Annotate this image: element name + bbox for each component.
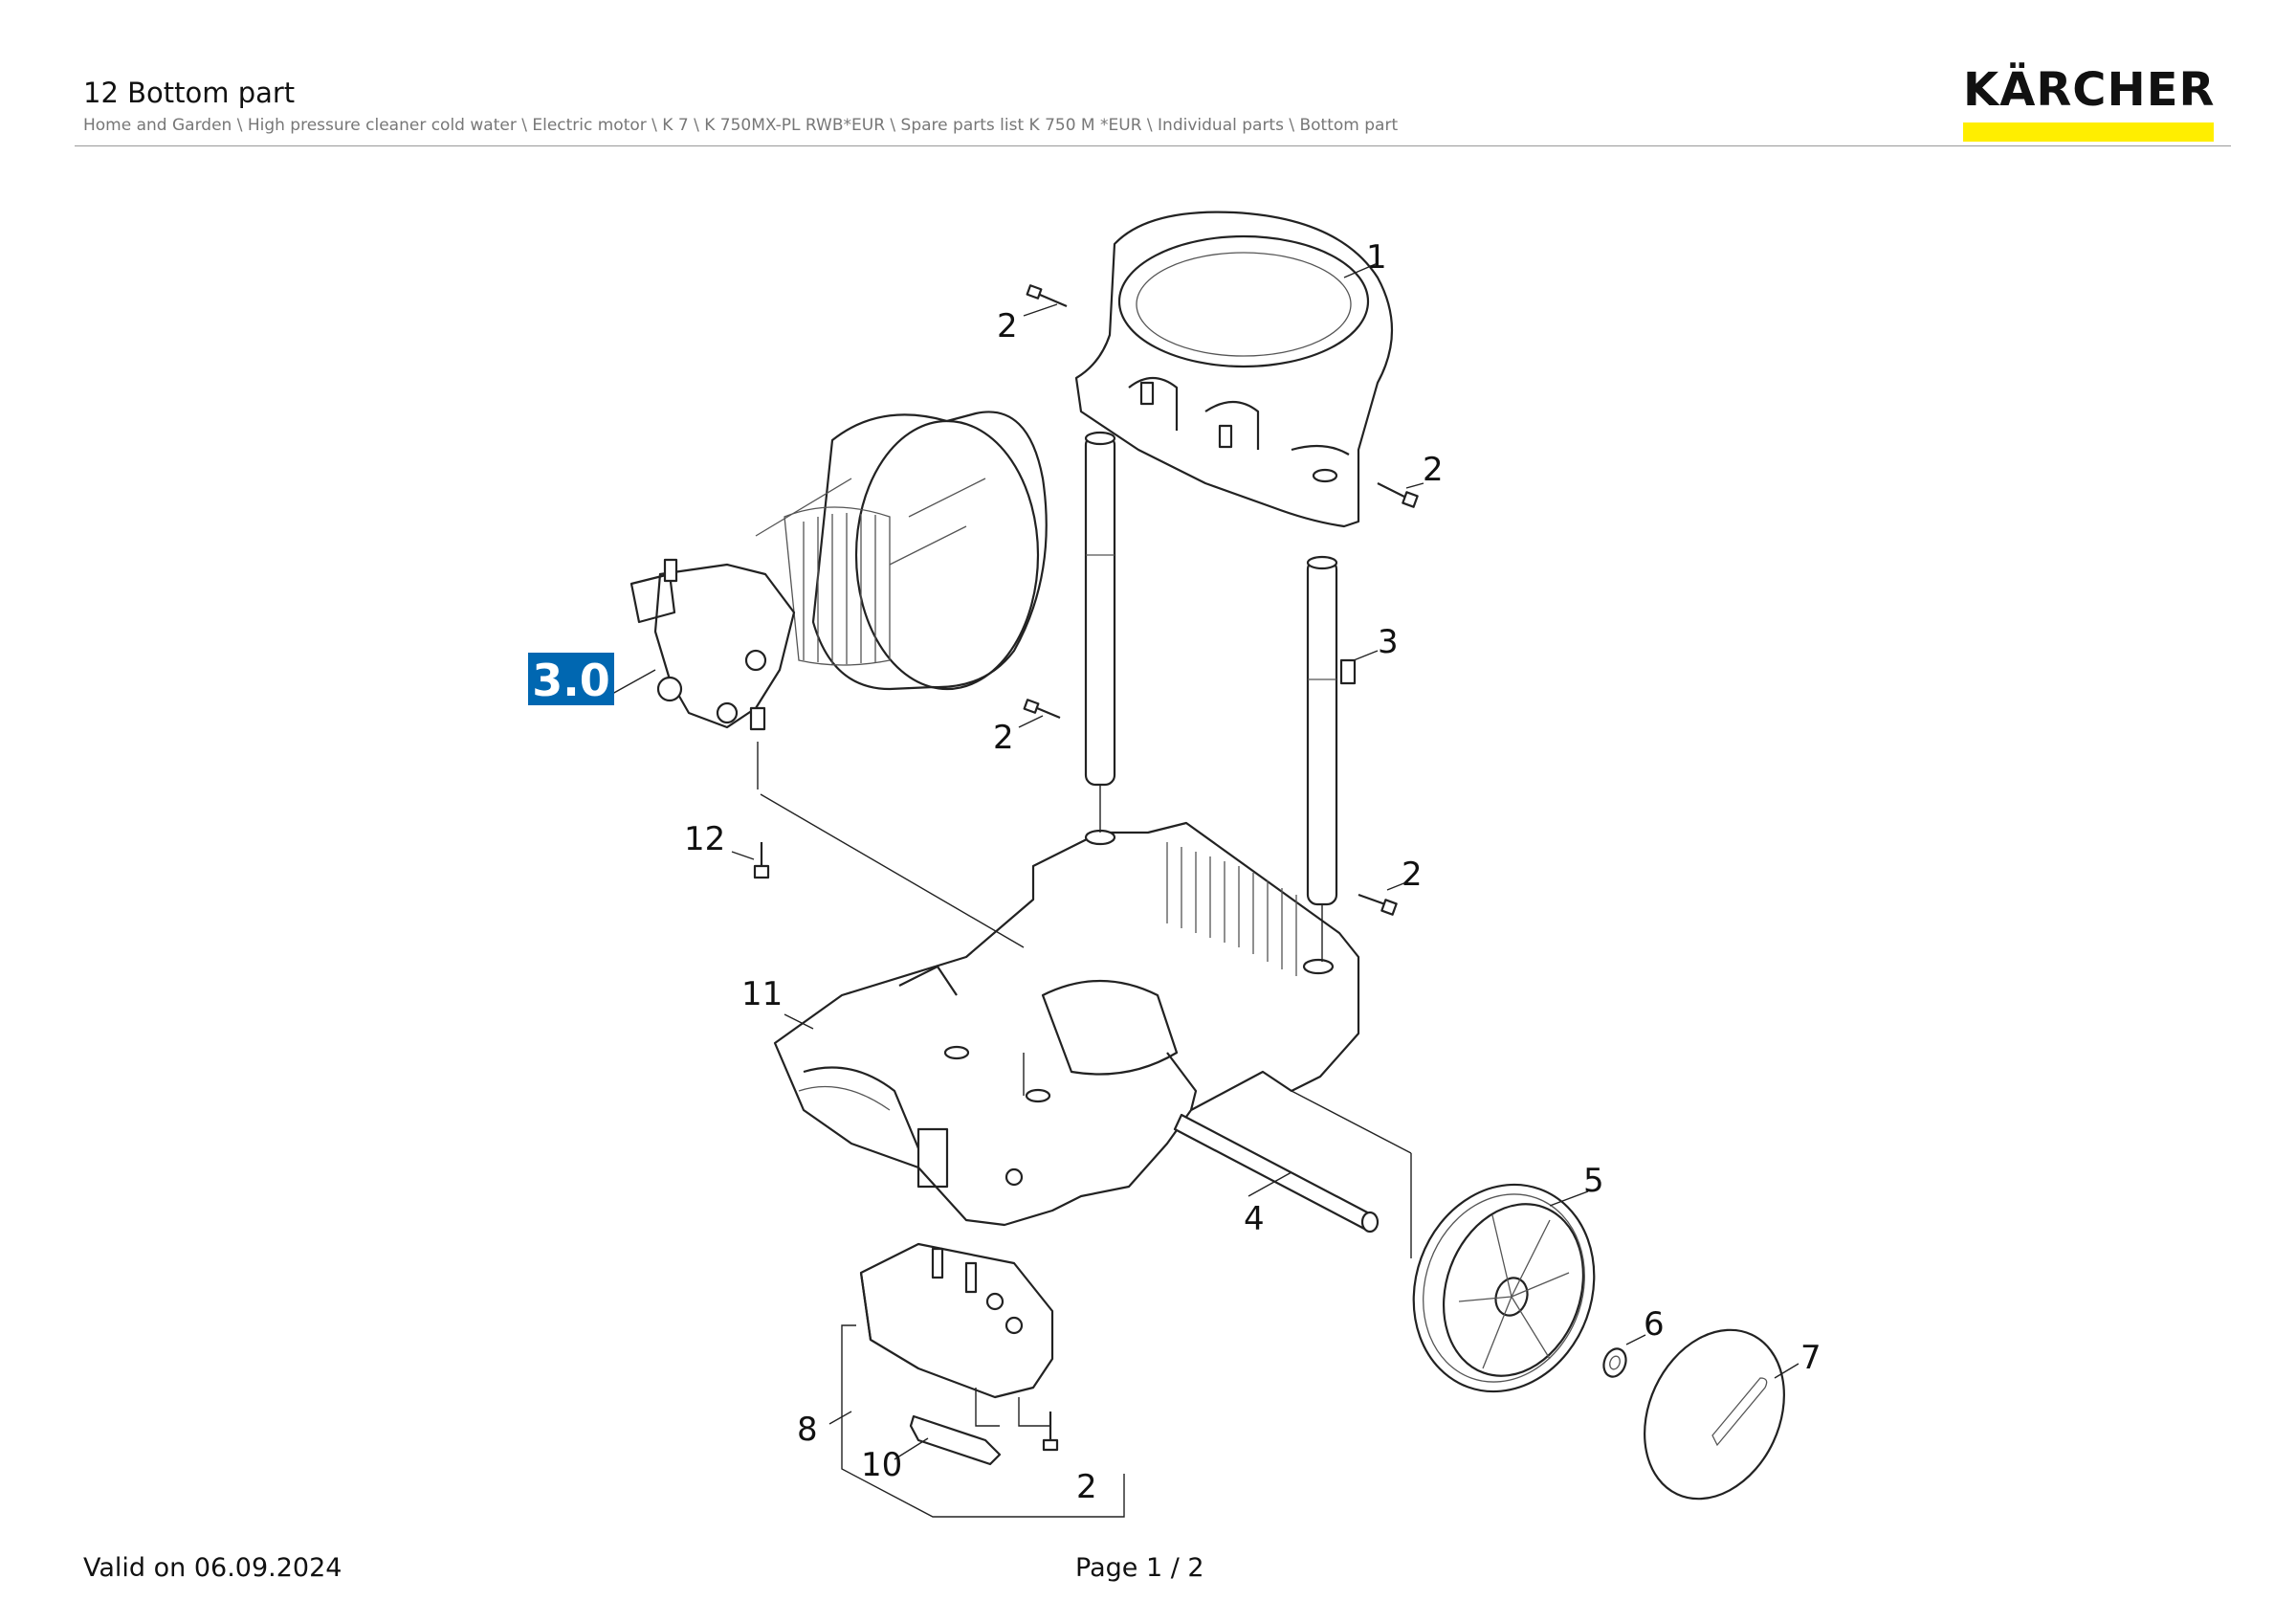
part-handle-grip [1074,211,1393,528]
chassis-ribs [1166,842,1297,976]
part-axle [1173,1113,1380,1234]
logo-text: KÄRCHER [1963,63,2216,117]
callout-4: 4 [1244,1200,1265,1238]
part-foot [859,1242,1054,1399]
callout-10: 10 [861,1446,902,1484]
callout-2d: 2 [1402,856,1423,894]
screw-bottom [1042,1412,1059,1452]
callout-6: 6 [1644,1305,1665,1344]
callout-5: 5 [1583,1162,1604,1200]
part-hub-cap [1644,1328,1785,1501]
callout-11: 11 [741,975,783,1013]
part-rubber-strip [909,1414,1002,1466]
motor-fins [784,506,891,666]
callout-2e: 2 [1076,1468,1097,1506]
callout-12: 12 [684,820,725,858]
leader-lines [611,262,1799,1518]
header: 12 Bottom part Home and Garden \ High pr… [83,77,1398,135]
header-divider [75,145,2231,146]
badge-label: 3.0 [532,655,610,706]
callout-8: 8 [797,1411,818,1449]
part-tube-left [1084,431,1116,787]
callout-2b: 2 [1423,451,1444,489]
screw-right-lower [1358,893,1398,916]
breadcrumb: Home and Garden \ High pressure cleaner … [83,115,1399,135]
callout-numbers: 1 2 2 3 2 2 12 11 4 5 6 7 8 10 2 [684,238,1821,1506]
callout-2c: 2 [993,719,1014,757]
screw-12 [753,842,770,879]
part-motor-pump [629,411,1048,731]
callout-2a: 2 [997,307,1018,345]
valid-date: Valid on 06.09.2024 [83,1553,342,1583]
callout-7: 7 [1800,1339,1821,1377]
logo-yellow-bar [1963,122,2214,142]
screw-right-upper [1377,482,1419,508]
karcher-logo: KÄRCHER [1963,63,2216,142]
assembly-badge: 3.0 [528,653,614,706]
part-wheel [1412,1183,1596,1393]
part-clip [1602,1347,1627,1378]
screw-mid-left [1023,699,1061,720]
callout-1: 1 [1366,238,1387,277]
callout-3: 3 [1378,623,1399,661]
page-number: Page 1 / 2 [1075,1553,1204,1583]
part-tube-right [1306,555,1357,906]
page-title: 12 Bottom part [83,77,296,109]
screws [753,284,1419,1452]
screw-top-left [1026,284,1068,308]
